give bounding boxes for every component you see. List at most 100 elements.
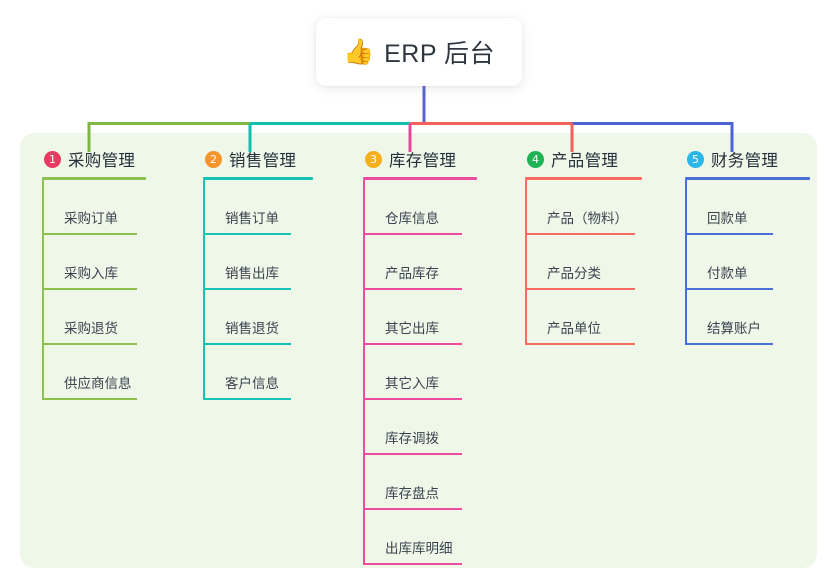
item-underline (363, 563, 462, 565)
item-underline (203, 398, 291, 400)
list-item[interactable]: 采购退货 (42, 290, 146, 345)
item-underline (42, 343, 137, 345)
item-label: 产品库存 (385, 266, 439, 281)
column-header-3[interactable]: 3 库存管理 (363, 146, 477, 172)
item-spine (42, 345, 44, 400)
list-item[interactable]: 结算账户 (685, 290, 810, 345)
list-item[interactable]: 库存盘点 (363, 455, 477, 510)
column-header-4[interactable]: 4 产品管理 (525, 146, 642, 172)
item-underline (685, 343, 773, 345)
item-label: 销售出库 (225, 266, 279, 281)
list-item[interactable]: 出库库明细 (363, 510, 477, 565)
list-item[interactable]: 销售退货 (203, 290, 313, 345)
item-underline (685, 288, 773, 290)
item-label: 出库库明细 (385, 541, 453, 556)
item-label: 库存盘点 (385, 486, 439, 501)
diagram-background-panel (20, 133, 817, 568)
item-label: 客户信息 (225, 376, 279, 391)
column-items-2: 销售订单销售出库销售退货客户信息 (203, 180, 313, 400)
item-spine (525, 290, 527, 345)
item-underline (525, 288, 635, 290)
item-spine (363, 400, 365, 455)
list-item[interactable]: 仓库信息 (363, 180, 477, 235)
item-underline (203, 343, 291, 345)
page-title: ERP 后台 (384, 40, 496, 68)
column-title-5: 财务管理 (711, 152, 779, 170)
column-badge-1: 1 (44, 150, 61, 168)
item-label: 采购订单 (64, 211, 118, 226)
column-rule-3 (363, 177, 477, 180)
item-label: 其它入库 (385, 376, 439, 391)
item-spine (363, 235, 365, 290)
item-label: 库存调拨 (385, 431, 439, 446)
list-item[interactable]: 回款单 (685, 180, 810, 235)
item-label: 付款单 (707, 266, 748, 281)
item-label: 产品单位 (547, 321, 601, 336)
item-underline (363, 398, 462, 400)
list-item[interactable]: 其它入库 (363, 345, 477, 400)
list-item[interactable]: 客户信息 (203, 345, 313, 400)
list-item[interactable]: 产品单位 (525, 290, 642, 345)
column-badge-2: 2 (205, 150, 222, 168)
column-items-4: 产品（物料） 产品分类产品单位 (525, 180, 642, 345)
item-spine (525, 180, 527, 235)
thumbs-up-icon: 👍 (342, 37, 375, 66)
list-item[interactable]: 其它出库 (363, 290, 477, 345)
column-rule-4 (525, 177, 642, 180)
list-item[interactable]: 销售订单 (203, 180, 313, 235)
item-label: 销售退货 (225, 321, 279, 336)
item-label: 产品分类 (547, 266, 601, 281)
list-item[interactable]: 销售出库 (203, 235, 313, 290)
list-item[interactable]: 产品分类 (525, 235, 642, 290)
item-underline (363, 453, 462, 455)
list-item[interactable]: 采购订单 (42, 180, 146, 235)
column-items-5: 回款单付款单结算账户 (685, 180, 810, 345)
item-label: 采购退货 (64, 321, 118, 336)
column-title-4: 产品管理 (551, 152, 619, 170)
root-node-card[interactable]: 👍 ERP 后台 (316, 18, 522, 86)
item-underline (525, 343, 635, 345)
list-item[interactable]: 产品库存 (363, 235, 477, 290)
item-underline (42, 288, 137, 290)
item-spine (42, 180, 44, 235)
column-2: 2 销售管理销售订单销售出库销售退货客户信息 (203, 146, 313, 400)
column-4: 4 产品管理产品（物料） 产品分类产品单位 (525, 146, 642, 345)
item-spine (363, 455, 365, 510)
column-title-1: 采购管理 (68, 152, 136, 170)
column-title-2: 销售管理 (229, 152, 297, 170)
list-item[interactable]: 付款单 (685, 235, 810, 290)
column-header-1[interactable]: 1 采购管理 (42, 146, 146, 172)
item-label: 其它出库 (385, 321, 439, 336)
item-spine (363, 345, 365, 400)
list-item[interactable]: 采购入库 (42, 235, 146, 290)
column-1: 1 采购管理采购订单采购入库采购退货供应商信息 (42, 146, 146, 400)
list-item[interactable]: 产品（物料） (525, 180, 642, 235)
column-rule-5 (685, 177, 810, 180)
item-underline (203, 233, 291, 235)
item-underline (363, 508, 462, 510)
column-title-3: 库存管理 (389, 152, 457, 170)
item-underline (685, 233, 773, 235)
item-label: 采购入库 (64, 266, 118, 281)
item-label: 结算账户 (707, 321, 761, 336)
item-spine (42, 235, 44, 290)
column-badge-3: 3 (365, 150, 382, 168)
column-badge-4: 4 (527, 150, 544, 168)
item-spine (203, 180, 205, 235)
item-spine (363, 510, 365, 565)
item-spine (525, 235, 527, 290)
item-underline (525, 233, 635, 235)
column-header-2[interactable]: 2 销售管理 (203, 146, 313, 172)
item-underline (42, 233, 137, 235)
list-item[interactable]: 库存调拨 (363, 400, 477, 455)
column-rule-1 (42, 177, 146, 180)
item-underline (363, 343, 462, 345)
item-spine (363, 180, 365, 235)
item-spine (685, 290, 687, 345)
item-label: 供应商信息 (64, 376, 132, 391)
list-item[interactable]: 供应商信息 (42, 345, 146, 400)
item-label: 回款单 (707, 211, 748, 226)
